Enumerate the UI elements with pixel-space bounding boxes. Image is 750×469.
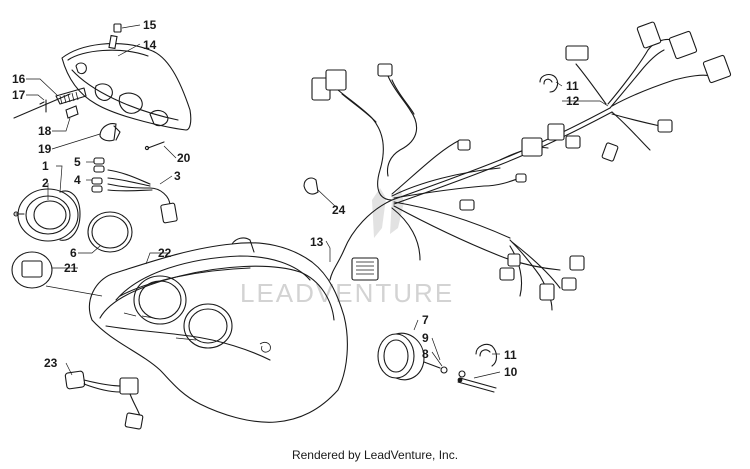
callout-11-lower: 11 [504,348,517,362]
callout-14: 14 [143,38,157,52]
callout-20: 20 [177,151,191,165]
wiring-harness [329,38,713,311]
callout-16: 16 [12,72,26,86]
adjust-screw [144,141,165,151]
callout-24: 24 [332,203,346,217]
callout-11-upper: 11 [566,79,579,93]
gauge [13,188,81,242]
clip [475,343,498,367]
callout-3: 3 [174,169,181,183]
callout-1: 1 [42,159,49,173]
callout-7: 7 [422,313,429,327]
bulb-holder [99,123,121,142]
headlight-assembly [61,23,192,131]
callout-15: 15 [143,18,157,32]
callout-12: 12 [566,94,580,108]
bulb-socket [13,87,87,119]
gauge-ring [87,211,133,253]
callout-21: 21 [64,261,78,275]
callout-22: 22 [158,246,172,260]
callout-8: 8 [422,347,429,361]
speedo-cable [457,377,497,393]
callout-4: 4 [74,173,81,187]
harness-clamp [303,177,319,195]
callout-18: 18 [38,124,52,138]
callout-13: 13 [310,235,324,249]
callouts: 15 14 16 17 18 19 20 1 2 5 4 3 6 21 22 2… [12,18,580,379]
clip-upper [539,73,559,93]
render-credit: Rendered by LeadVenture, Inc. [291,448,459,462]
callout-6: 6 [70,246,77,260]
watermark: LEADVENTURE [240,188,454,308]
callout-23: 23 [44,356,58,370]
speedometer [377,332,466,381]
callout-19: 19 [38,142,52,156]
watermark-text: LEADVENTURE [240,278,454,308]
callout-5: 5 [74,155,81,169]
callout-17: 17 [12,88,26,102]
gauge-harness [91,157,178,224]
dash-panel [88,237,348,423]
bulb [65,105,79,119]
switch [64,370,144,430]
callout-10: 10 [504,365,518,379]
callout-2: 2 [42,176,49,190]
connector [311,21,732,301]
callout-9: 9 [422,331,429,345]
gauge-bezel [11,251,53,289]
leader-lines [26,24,609,379]
